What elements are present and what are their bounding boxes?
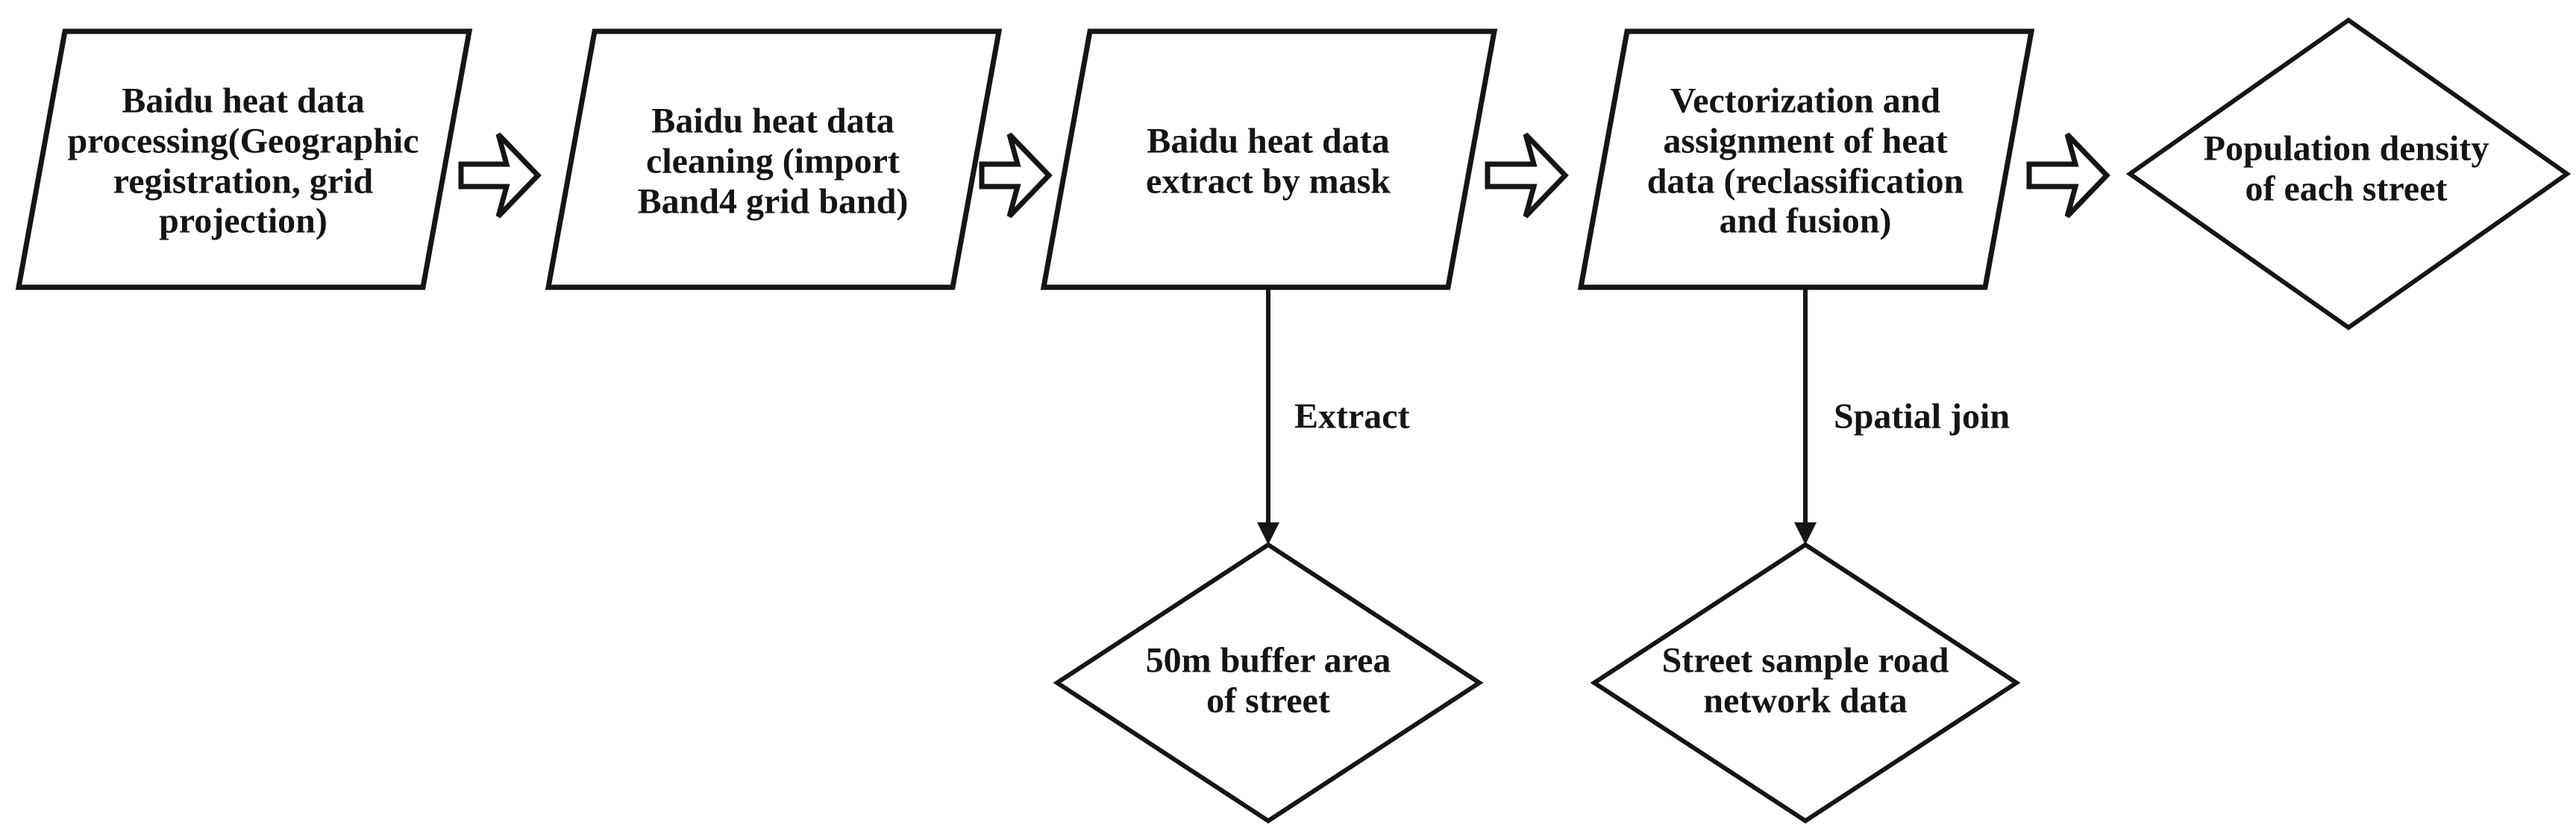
connector-spatial-join-arrowhead-icon <box>1794 522 1817 545</box>
flow-block-arrow-2-icon <box>979 132 1053 219</box>
process-box-3-label: Baidu heat data extract by mask <box>1146 121 1391 201</box>
flow-block-arrow-4-icon <box>2026 132 2110 219</box>
result-diamond-shape <box>2125 17 2572 331</box>
flow-block-arrow-1-icon <box>458 132 542 219</box>
connector-extract-arrowhead-icon <box>1257 522 1279 545</box>
process-box-1-label: Baidu heat data processing(Geographic re… <box>67 81 419 241</box>
process-box-4-shape <box>1577 28 2035 290</box>
result-diamond-label: Population density of each street <box>2203 128 2489 208</box>
input-diamond-2-shape <box>1590 542 2021 824</box>
process-box-2-shape <box>545 28 1003 290</box>
process-box-1-shape <box>15 28 473 290</box>
edge-label-spatial-join: Spatial join <box>1834 396 2011 437</box>
input-diamond-1-label: 50m buffer area of street <box>1145 640 1391 720</box>
edge-label-extract: Extract <box>1294 396 1410 437</box>
input-diamond-1-shape <box>1053 542 1484 824</box>
process-box-4-label: Vectorization and assignment of heat dat… <box>1646 81 1964 241</box>
flow-block-arrow-3-icon <box>1485 132 1569 219</box>
process-box-2-label: Baidu heat data cleaning (import Band4 g… <box>637 101 909 221</box>
process-box-3-shape <box>1040 28 1498 290</box>
input-diamond-2-label: Street sample road network data <box>1661 640 1949 720</box>
